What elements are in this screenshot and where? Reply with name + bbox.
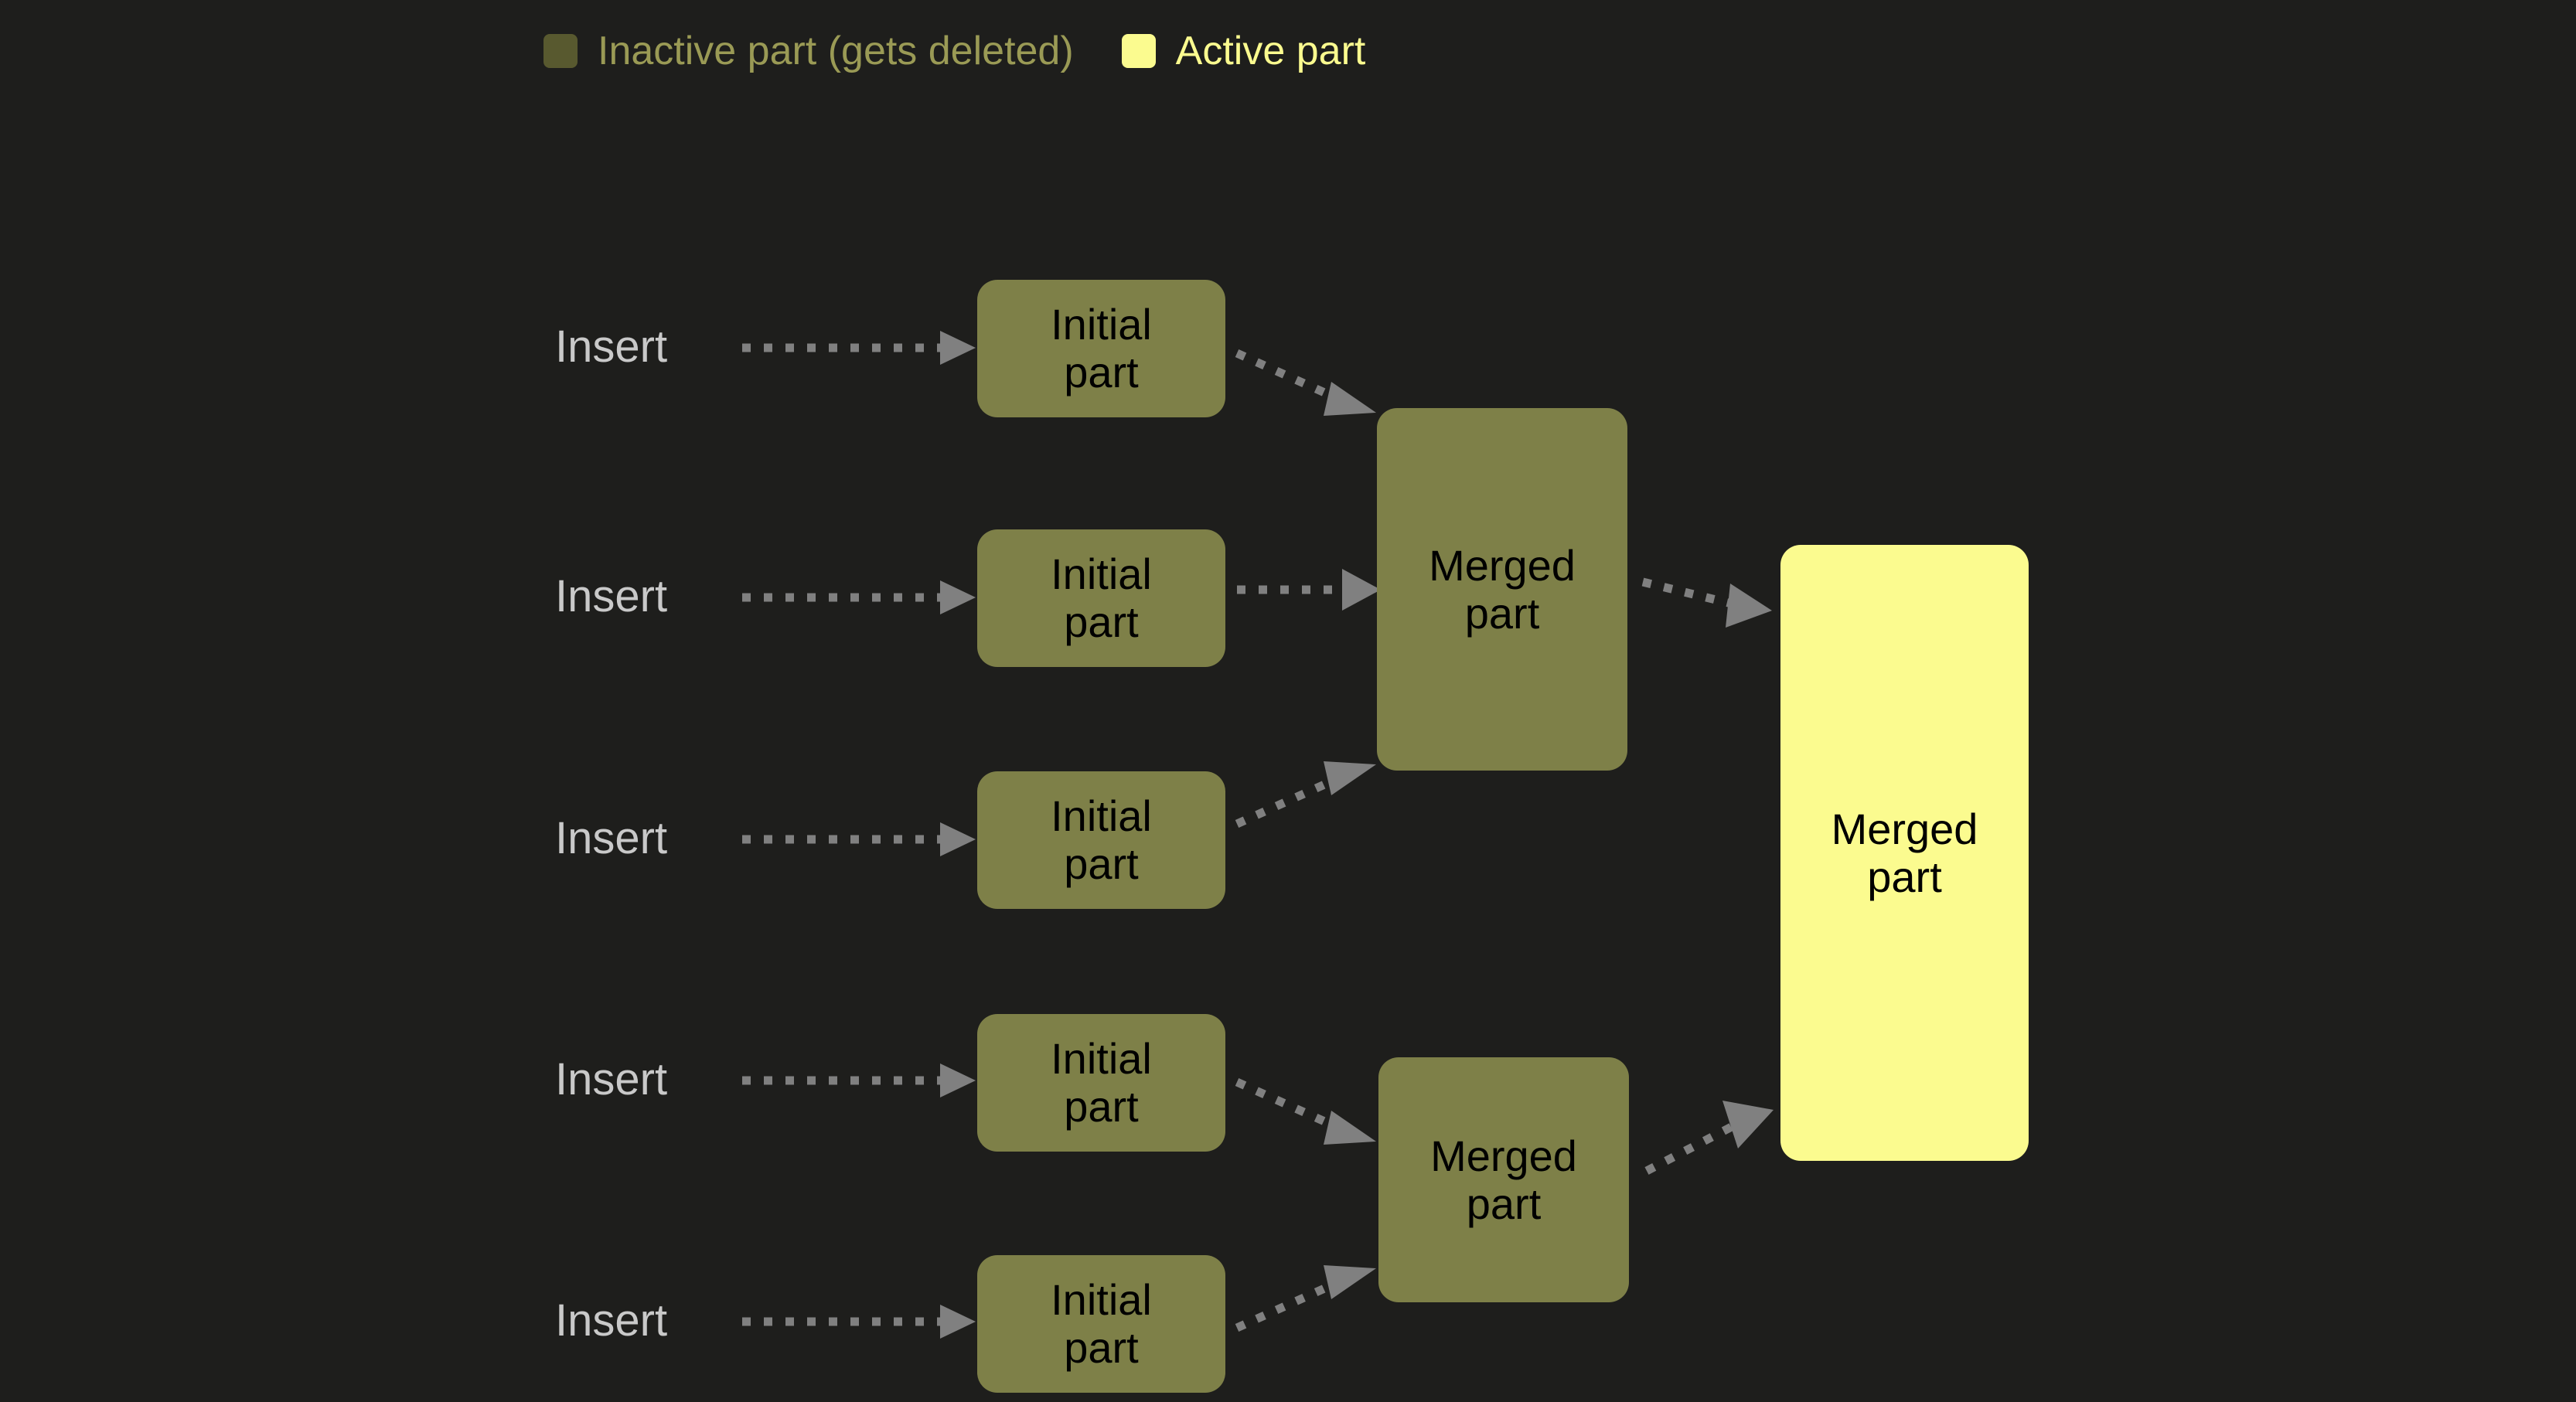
merged-part-label: Merged part [1430,1131,1577,1228]
initial-part-box-2[interactable]: Initial part [977,529,1225,667]
arrow-insert-to-initial-5 [742,1305,976,1339]
arrow-insert-to-initial-2 [742,580,976,614]
initial-part-box-4[interactable]: Initial part [977,1014,1225,1152]
initial-part-label: Initial part [1051,1034,1152,1131]
legend-item-active: Active part [1121,29,1366,73]
insert-label-4: Insert [555,1054,668,1104]
square-swatch-icon [1121,34,1156,68]
initial-part-label: Initial part [1051,550,1152,646]
legend-label-active: Active part [1175,29,1366,73]
initial-part-box-5[interactable]: Initial part [977,1255,1225,1393]
arrow-merged-bottom-to-final [1644,1101,1774,1175]
arrow-initial3-to-merged-top [1235,761,1376,829]
arrow-initial1-to-merged-top [1235,349,1376,416]
legend: Inactive part (gets deleted) Active part [0,23,2576,79]
arrow-initial5-to-merged-bottom [1235,1265,1376,1332]
merged-part-final-label: Merged part [1831,804,1978,901]
arrow-insert-to-initial-1 [742,331,976,365]
initial-part-label: Initial part [1051,791,1152,888]
square-swatch-icon [543,34,578,68]
insert-label-5: Insert [555,1295,668,1346]
arrow-insert-to-initial-4 [742,1063,976,1097]
merged-part-box-final[interactable]: Merged part [1780,545,2029,1161]
merged-part-box-top[interactable]: Merged part [1377,408,1627,771]
initial-part-box-1[interactable]: Initial part [977,280,1225,417]
merged-part-label: Merged part [1429,540,1576,638]
initial-part-box-3[interactable]: Initial part [977,771,1225,909]
initial-part-label: Initial part [1051,300,1152,396]
arrow-initial4-to-merged-bottom [1235,1077,1376,1145]
insert-label-2: Insert [555,571,668,621]
arrow-merged-top-to-final [1641,577,1772,628]
arrow-initial2-to-merged-top [1237,569,1381,611]
legend-item-inactive: Inactive part (gets deleted) [543,31,1074,71]
merged-part-box-bottom[interactable]: Merged part [1378,1057,1629,1302]
insert-label-1: Insert [555,322,668,372]
arrow-insert-to-initial-3 [742,822,976,856]
initial-part-label: Initial part [1051,1275,1152,1372]
legend-label-inactive: Inactive part (gets deleted) [598,29,1074,73]
insert-label-3: Insert [555,813,668,863]
